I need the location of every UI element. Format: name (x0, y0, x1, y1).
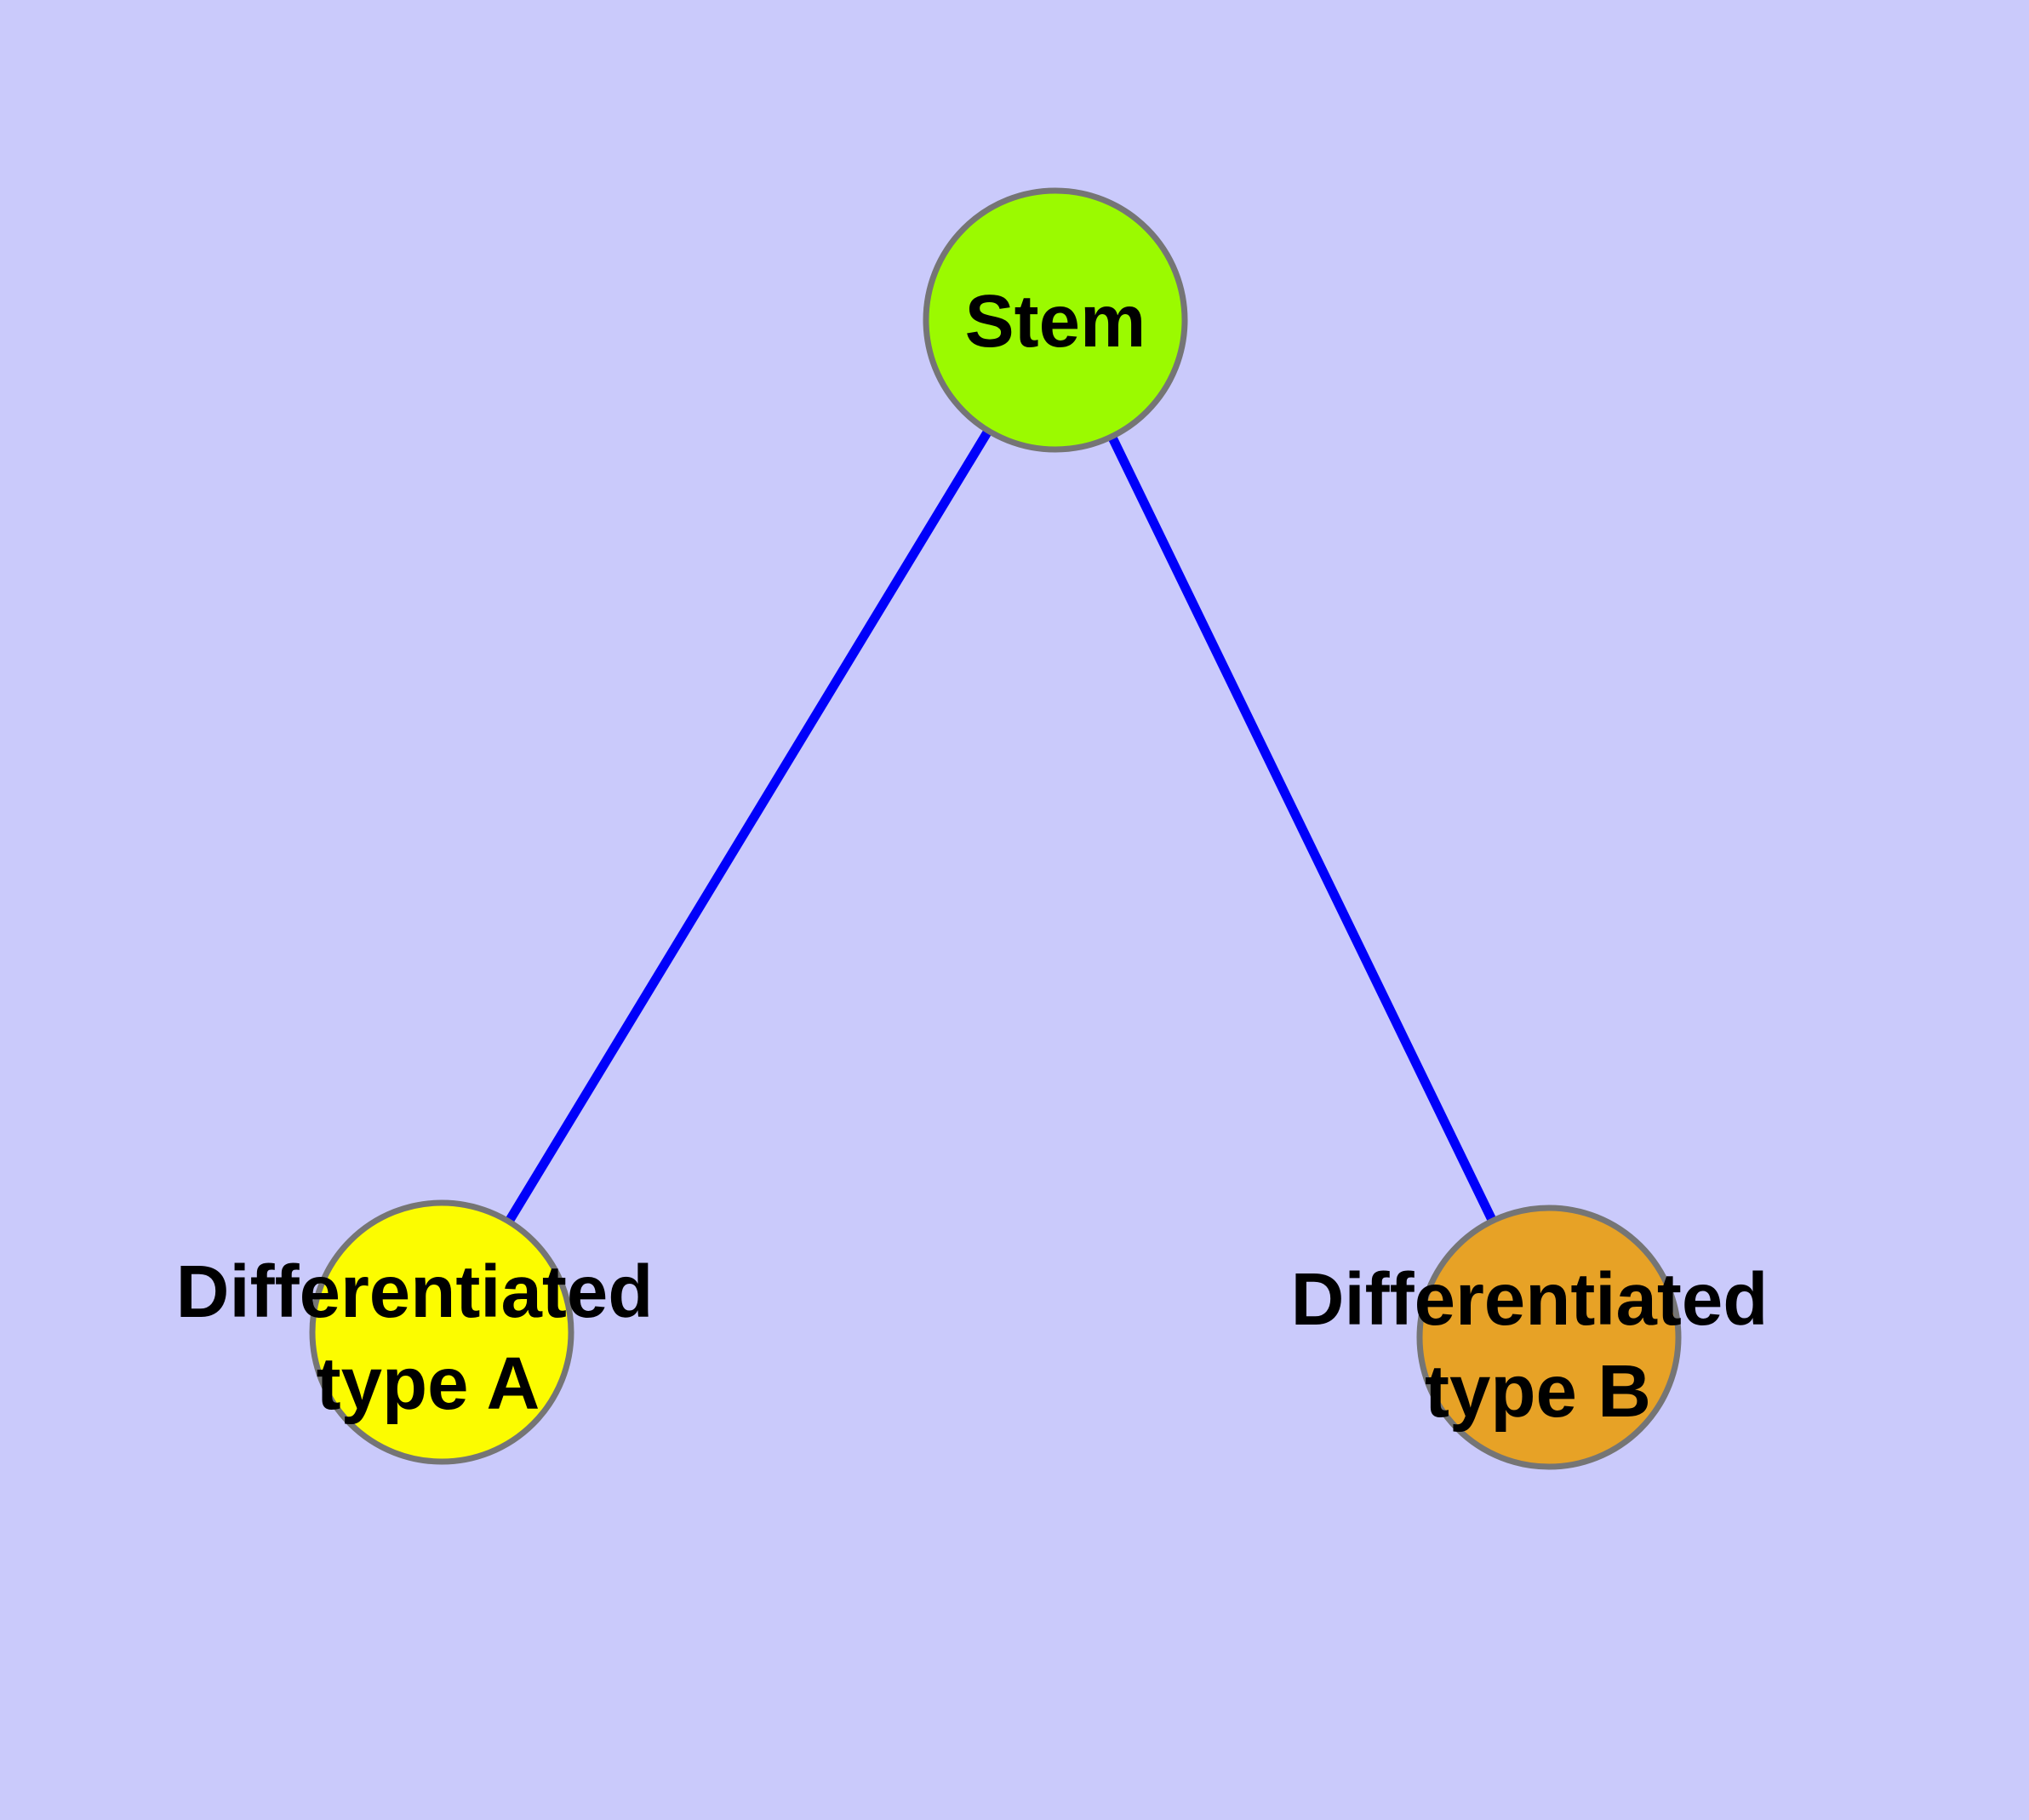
node-differentiated-type-a-label-line2: type A (317, 1342, 540, 1425)
node-differentiated-type-b (1416, 1205, 1682, 1470)
node-stem (923, 187, 1188, 453)
edge-stem-to-type-b (1051, 318, 1553, 1340)
edge-stem-to-type-a (437, 318, 1060, 1335)
node-stem-label: Stem (965, 280, 1146, 363)
node-differentiated-type-a-label-line1: Differentiated (176, 1251, 654, 1333)
node-differentiated-type-b-label-line1: Differentiated (1291, 1258, 1769, 1341)
node-differentiated-type-a (309, 1199, 574, 1465)
node-differentiated-type-b-label-line2: type B (1425, 1350, 1651, 1433)
